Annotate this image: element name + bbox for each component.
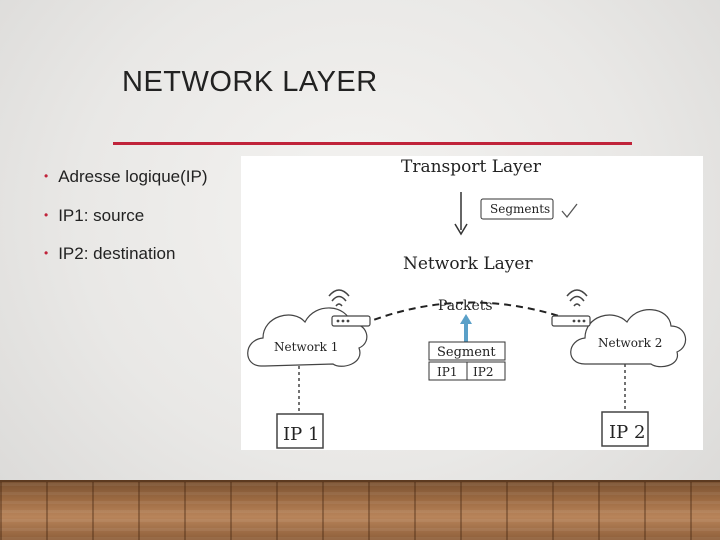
bullet-icon: • <box>44 207 49 222</box>
router-icon <box>551 315 591 327</box>
network2-label: Network 2 <box>598 336 662 350</box>
wifi-icon <box>566 289 588 307</box>
network-layer-label: Network Layer <box>403 254 533 274</box>
host1-label: IP 1 <box>283 424 319 445</box>
bullet-icon: • <box>44 169 49 183</box>
bullet-icon: • <box>44 246 49 260</box>
title-underline <box>113 142 632 145</box>
floor-edge <box>0 480 720 483</box>
ip1-small-label: IP1 <box>437 365 457 379</box>
arrow-head-icon <box>454 223 468 236</box>
network-diagram: Transport Layer Segments Network Layer P… <box>241 156 703 450</box>
ip2-small-label: IP2 <box>473 365 493 379</box>
bullet-item: • Adresse logique(IP) <box>44 166 208 205</box>
segments-box <box>480 198 554 220</box>
bullet-list: • Adresse logique(IP) • IP1: source • IP2: … <box>44 166 208 282</box>
connection-arc <box>362 301 578 325</box>
bullet-text: IP2: destination <box>58 244 176 263</box>
computer-icon <box>601 411 649 447</box>
segment-box <box>428 341 506 361</box>
slide-title: NETWORK LAYER <box>122 66 378 98</box>
diagram-svg: Transport Layer Segments Network Layer P… <box>247 157 687 449</box>
wifi-icon <box>328 289 350 307</box>
packets-label: Packets <box>438 298 493 314</box>
up-arrow-icon <box>460 314 472 324</box>
bullet-item: • IP1: source <box>44 205 208 244</box>
bullet-item: • IP2: destination <box>44 243 208 282</box>
segment-label: Segment <box>437 345 496 360</box>
bullet-text: Adresse logique(IP) <box>58 167 208 186</box>
wood-floor-background <box>0 482 720 540</box>
computer-icon <box>276 413 324 449</box>
cloud-icon <box>570 309 687 368</box>
transport-layer-label: Transport Layer <box>401 157 542 177</box>
network1-label: Network 1 <box>274 340 338 354</box>
router-icon <box>331 315 371 327</box>
checkmark-icon <box>561 203 578 219</box>
host2-label: IP 2 <box>609 422 645 443</box>
segments-label: Segments <box>490 202 550 216</box>
bullet-text: IP1: source <box>58 205 145 225</box>
